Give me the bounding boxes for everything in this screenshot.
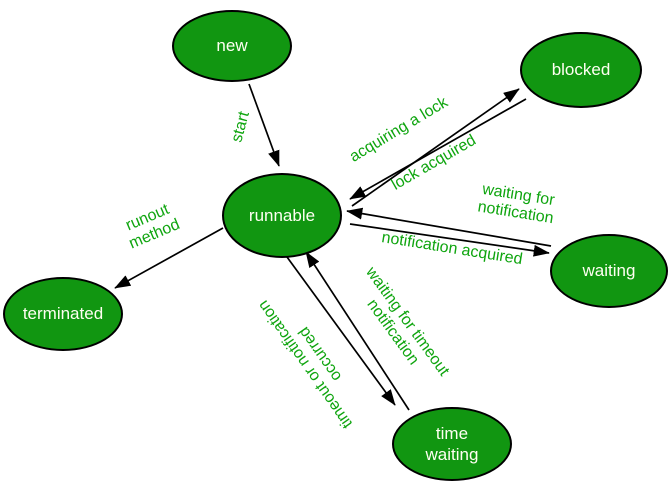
state-node-terminated: terminated <box>3 277 123 351</box>
state-node-time-waiting-label: time waiting <box>425 423 479 464</box>
arrow-time-waiting-to-runnable <box>305 251 410 411</box>
state-node-terminated-label: terminated <box>22 304 104 324</box>
state-node-runnable-label: runnable <box>248 205 316 225</box>
state-node-new: new <box>172 10 292 82</box>
state-node-time-waiting: time waiting <box>392 407 512 481</box>
state-node-runnable: runnable <box>222 173 342 258</box>
state-node-waiting: waiting <box>550 234 668 308</box>
arrow-runnable-to-terminated <box>114 227 224 289</box>
state-node-blocked-label: blocked <box>551 60 611 80</box>
state-node-new-label: new <box>216 36 248 56</box>
arrow-runnable-to-waiting <box>349 223 550 257</box>
state-node-blocked: blocked <box>520 32 642 108</box>
arrow-waiting-to-runnable <box>346 207 552 247</box>
state-node-waiting-label: waiting <box>582 261 636 281</box>
arrow-blocked-to-runnable <box>349 98 527 200</box>
arrow-runnable-to-blocked <box>351 88 520 207</box>
arrow-runnable-to-time-waiting <box>286 256 396 406</box>
arrow-new-to-runnable <box>248 83 280 167</box>
